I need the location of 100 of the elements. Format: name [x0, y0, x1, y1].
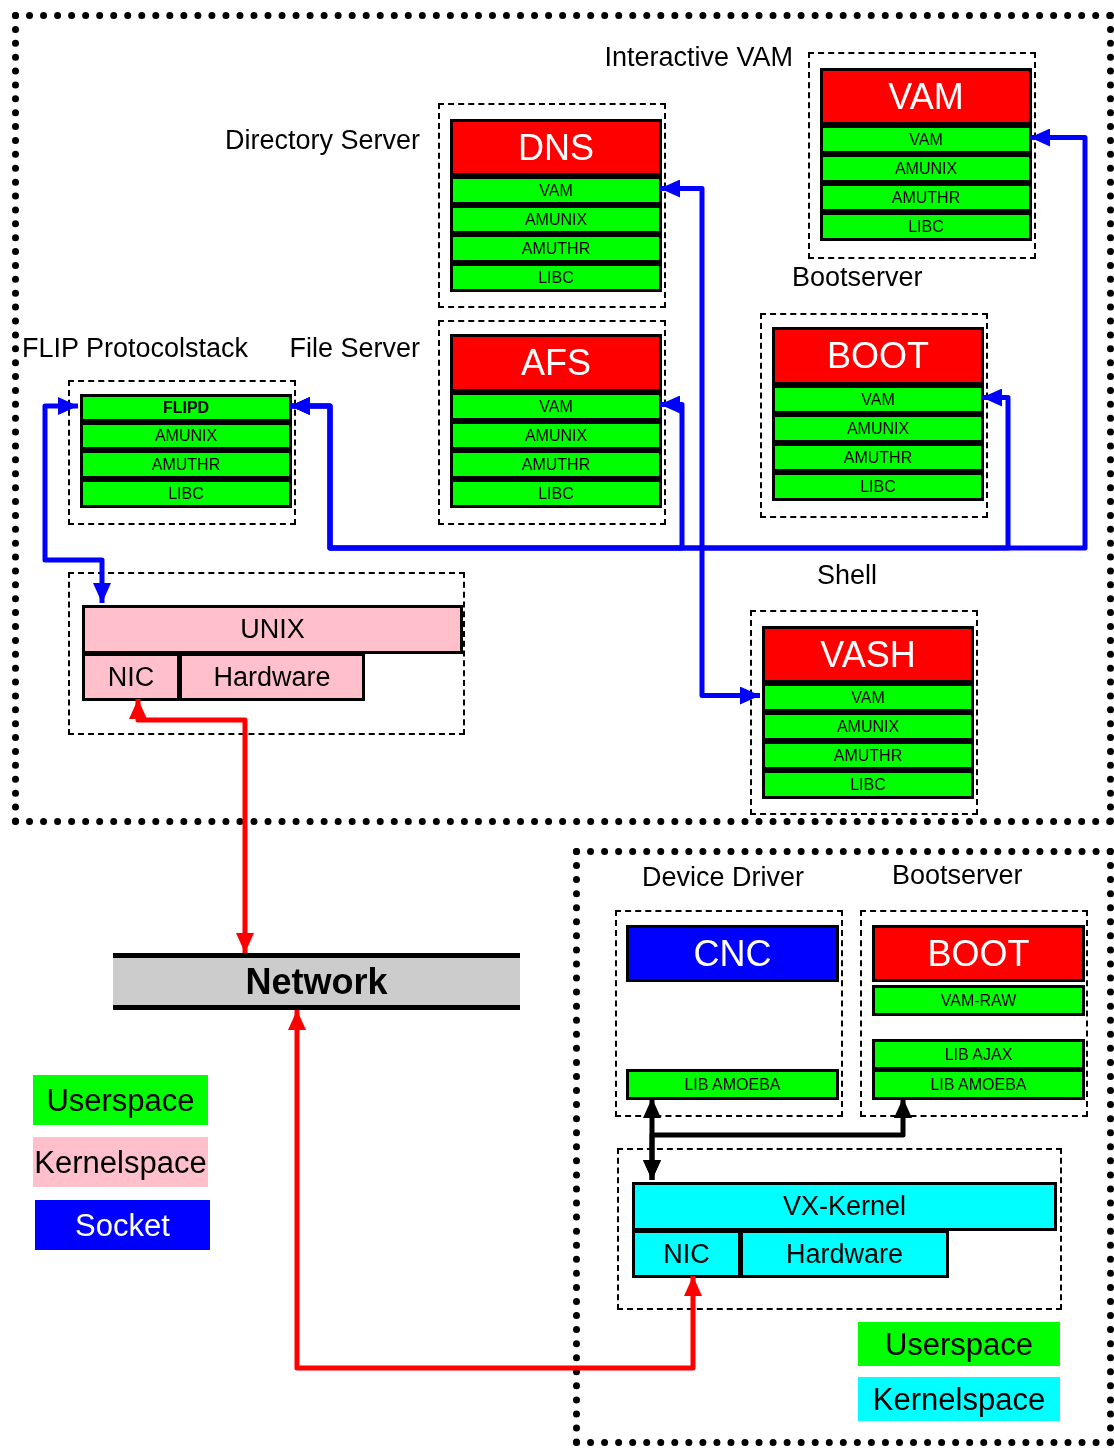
legend-text: Kernelspace [34, 1146, 207, 1178]
process-header [450, 334, 662, 392]
layer-box [450, 392, 662, 421]
dashed-group-frame [68, 572, 465, 735]
box-label: NIC [107, 663, 155, 691]
box-label: AMUTHR [521, 240, 591, 257]
layer-box [80, 394, 292, 422]
layer-box [820, 154, 1032, 183]
arrow [129, 699, 254, 953]
kernel-box [632, 1230, 741, 1278]
layer-box [820, 125, 1032, 154]
layer-box [80, 422, 292, 450]
box-label: CNC [693, 935, 772, 972]
dashed-group-frame [617, 1148, 1062, 1310]
layer-box [872, 1069, 1085, 1100]
box-label: VASH [820, 636, 916, 673]
box-label: VAM [539, 182, 573, 199]
box-label: LIBC [538, 485, 574, 502]
layer-box [450, 450, 662, 479]
layer-box [820, 183, 1032, 212]
group-title: Interactive VAM [603, 44, 793, 71]
layer-box [450, 205, 662, 234]
layer-box [772, 414, 984, 443]
legend-text: Userspace [884, 1328, 1034, 1360]
layer-box [80, 479, 292, 508]
box-label: VAM [539, 398, 573, 415]
box-label: Hardware [785, 1240, 903, 1268]
box-label: AMUNIX [154, 428, 218, 444]
kernel-box [740, 1230, 949, 1278]
box-label: LIBC [538, 269, 574, 286]
box-label: LIB AMOEBA [930, 1076, 1027, 1093]
network-bar [113, 953, 520, 1010]
box-label: VAM [909, 131, 943, 148]
box-label: LIB AJAX [944, 1046, 1013, 1063]
layer-box [762, 683, 974, 712]
layer-box [762, 741, 974, 770]
layer-box [772, 443, 984, 472]
legend-text: Userspace [46, 1084, 195, 1116]
box-label: AMUNIX [894, 160, 958, 177]
layer-box [772, 472, 984, 501]
box-label: FLIPD [162, 400, 210, 416]
kernel-box [82, 605, 463, 654]
group-title: Directory Server [223, 127, 420, 154]
arrow [660, 179, 760, 705]
box-label: UNIX [240, 616, 305, 643]
box-label: LIBC [908, 218, 944, 235]
box-label: AMUTHR [151, 456, 221, 473]
box-label: AMUTHR [891, 189, 961, 206]
layer-box [820, 212, 1032, 241]
layer-box [762, 770, 974, 799]
kernel-box [82, 653, 180, 701]
box-label: AMUTHR [833, 747, 903, 764]
process-header [450, 119, 662, 176]
kernel-box [179, 653, 365, 701]
process-header [762, 626, 974, 683]
group-title: File Server [288, 335, 420, 362]
box-label: Network [245, 963, 388, 1000]
process-header [626, 925, 839, 982]
box-label: VAM [861, 391, 895, 408]
layer-box [872, 985, 1085, 1016]
group-title: FLIP Protocolstack [22, 335, 250, 362]
box-label: AMUTHR [843, 449, 913, 466]
box-label: LIBC [850, 776, 886, 793]
box-label: DNS [518, 129, 594, 166]
box-label: VAM [851, 689, 885, 706]
layer-box [450, 263, 662, 292]
box-label: AMUTHR [521, 456, 591, 473]
legend-text: Socket [75, 1209, 170, 1241]
group-title: Bootserver [892, 862, 1024, 889]
process-header [772, 327, 984, 385]
legend-text: Kernelspace [872, 1383, 1046, 1415]
box-label: AMUNIX [846, 420, 910, 437]
box-label: VAM [888, 78, 964, 115]
arrow [643, 1098, 912, 1180]
box-label: AMUNIX [524, 211, 588, 228]
layer-box [450, 234, 662, 263]
layer-box [80, 450, 292, 479]
box-label: VAM-RAW [940, 992, 1017, 1009]
layer-box [772, 385, 984, 414]
box-label: Hardware [213, 663, 331, 691]
kernel-box [632, 1182, 1057, 1231]
box-label: NIC [663, 1240, 710, 1268]
group-title: Bootserver [792, 264, 924, 291]
arrow [288, 1010, 702, 1371]
box-label: LIBC [168, 485, 204, 502]
box-label: AFS [521, 345, 591, 381]
process-header [820, 68, 1032, 125]
arrow [42, 397, 111, 603]
box-label: VX-Kernel [782, 1193, 907, 1220]
box-label: LIB AMOEBA [684, 1076, 781, 1093]
layer-box [450, 176, 662, 205]
group-title: Device Driver [642, 864, 806, 891]
layer-box [450, 479, 662, 508]
arrow [290, 128, 1088, 551]
process-header [872, 925, 1085, 982]
layer-box [450, 421, 662, 450]
box-label: BOOT [927, 935, 1030, 972]
layer-box [626, 1069, 839, 1100]
box-label: BOOT [827, 338, 929, 374]
box-label: AMUNIX [836, 718, 900, 735]
